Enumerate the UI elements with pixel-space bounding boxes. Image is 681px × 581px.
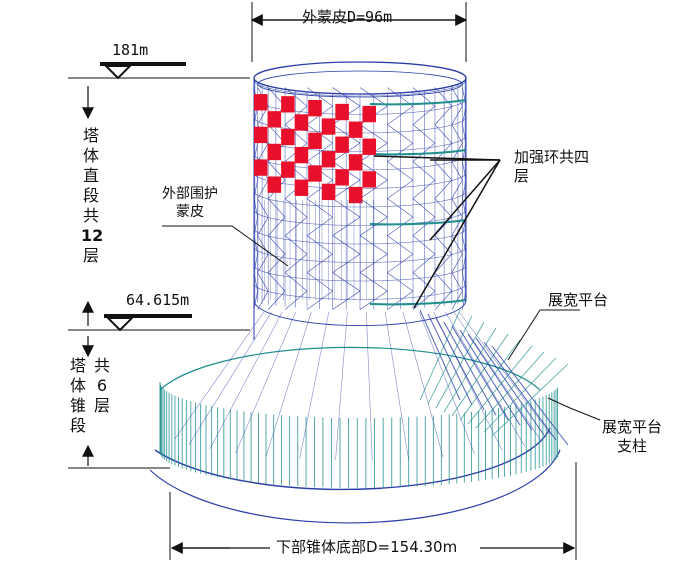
cone-section-label-left: 塔 体 锥 段 xyxy=(69,356,86,435)
platform-column-label: 展宽平台 支柱 xyxy=(602,418,663,455)
reinforcing-rings-label: 加强环共四 层 xyxy=(514,148,590,185)
base-diameter-label: 下部锥体底部D=154.30m xyxy=(276,538,458,556)
cone-section-label-right: 共 6 层 xyxy=(93,356,110,415)
annotation-lines xyxy=(68,2,601,560)
outer-skin-label: 外部围护 蒙皮 xyxy=(162,186,218,220)
elevation-top-label: 181m xyxy=(112,41,149,59)
red-checker-cladding xyxy=(254,94,376,300)
straight-section-label: 塔 体 直 段 共 12 层 xyxy=(81,126,104,265)
outer-diameter-label: 外蒙皮D=96m xyxy=(302,8,393,26)
cone-base-structure xyxy=(149,309,569,524)
platform-label: 展宽平台 xyxy=(548,291,609,309)
elevation-mid-label: 64.615m xyxy=(126,291,190,309)
